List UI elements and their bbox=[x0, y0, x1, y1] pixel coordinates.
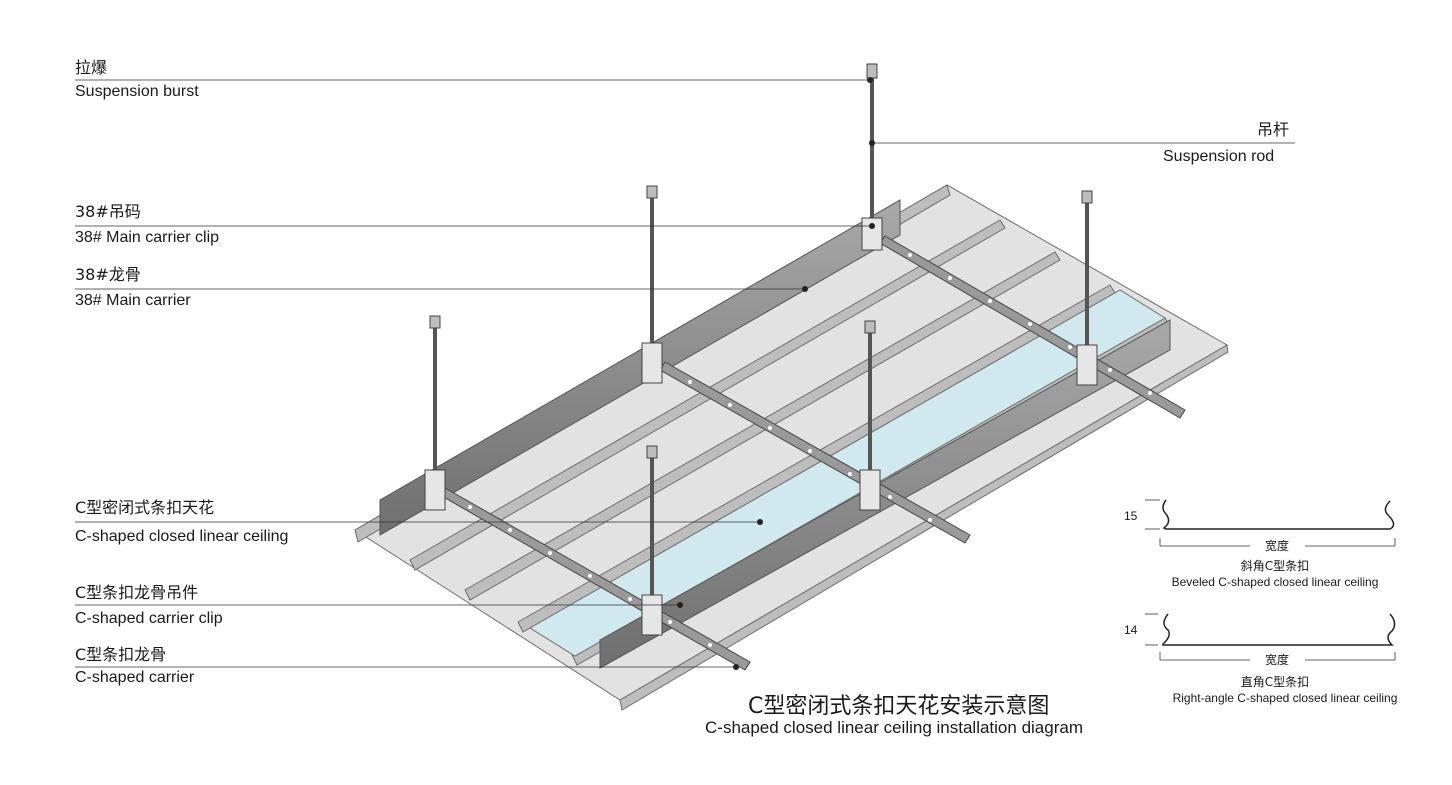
beveled-profile bbox=[1162, 499, 1395, 530]
right-angle-height: 14 bbox=[1124, 623, 1138, 637]
right-angle-dims bbox=[1145, 613, 1396, 661]
diagram-title-en: C-shaped closed linear ceiling installat… bbox=[705, 718, 1083, 737]
carrier-label-cn: C型条扣龙骨 bbox=[75, 645, 167, 664]
right-angle-profile bbox=[1162, 613, 1396, 646]
beveled-name-cn: 斜角C型条扣 bbox=[1240, 559, 1310, 573]
suspension-burst-label-en: Suspension burst bbox=[75, 83, 199, 100]
right-angle-width-label: 宽度 bbox=[1264, 653, 1289, 667]
leader-lines bbox=[75, 79, 1295, 668]
beveled-width-label: 宽度 bbox=[1264, 539, 1289, 553]
rod-caps bbox=[429, 63, 1093, 459]
main-carrier-label-cn: 38#龙骨 bbox=[75, 265, 141, 284]
carrier-label-en: C-shaped carrier bbox=[75, 669, 195, 686]
ceiling-label-cn: C型密闭式条扣天花 bbox=[75, 498, 215, 517]
beveled-name-en: Beveled C-shaped closed linear ceiling bbox=[1171, 575, 1379, 589]
suspension-burst-label-cn: 拉爆 bbox=[75, 58, 108, 77]
main-carrier-label-en: 38# Main carrier bbox=[75, 292, 191, 309]
beveled-height: 15 bbox=[1124, 509, 1138, 523]
right-angle-name-en: Right-angle C-shaped closed linear ceili… bbox=[1172, 691, 1398, 705]
c-carriers bbox=[439, 235, 1186, 671]
carrier-clip-label-en: C-shaped carrier clip bbox=[75, 610, 223, 627]
suspension-rod-label-en: Suspension rod bbox=[1163, 148, 1275, 165]
diagram-title-cn: C型密闭式条扣天花安装示意图 bbox=[748, 694, 1050, 719]
right-angle-name-cn: 直角C型条扣 bbox=[1240, 675, 1310, 689]
carrier-holes bbox=[468, 253, 1152, 647]
main-carrier-clip-label-cn: 38#吊码 bbox=[75, 202, 141, 221]
suspension-rod-label-cn: 吊杆 bbox=[1257, 120, 1290, 139]
rod-clips bbox=[424, 217, 1098, 636]
suspension-rods bbox=[433, 70, 1089, 600]
beveled-dims bbox=[1145, 499, 1396, 547]
carrier-clip-label-cn: C型条扣龙骨吊件 bbox=[75, 583, 199, 602]
main-carrier-clip-label-en: 38# Main carrier clip bbox=[75, 229, 220, 246]
ceiling-label-en: C-shaped closed linear ceiling bbox=[75, 528, 289, 545]
leader-dots bbox=[677, 77, 875, 670]
